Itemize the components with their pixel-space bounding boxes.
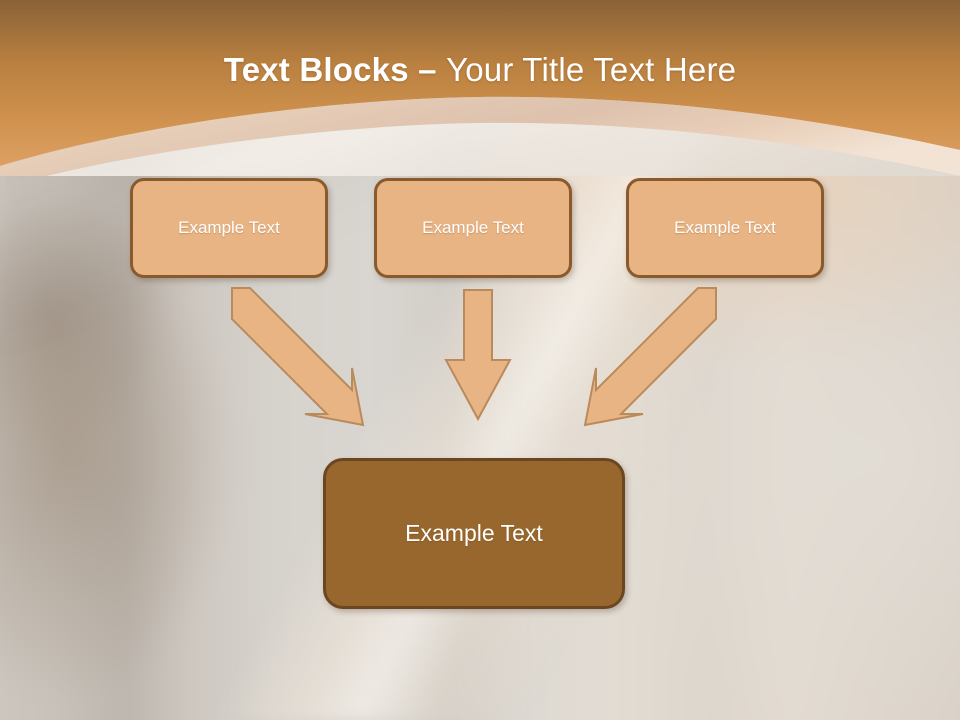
result-block[interactable]: Example Text [323, 458, 625, 609]
header-banner: Text Blocks – Your Title Text Here [0, 0, 960, 176]
page-title-light: Your Title Text Here [446, 51, 737, 88]
result-block-label: Example Text [405, 520, 543, 546]
page-title-bold: Text Blocks – [223, 51, 447, 88]
text-block-2-label: Example Text [422, 218, 524, 237]
text-block-1-label: Example Text [178, 218, 280, 237]
text-block-3-label: Example Text [674, 218, 776, 237]
text-block-1[interactable]: Example Text [130, 178, 328, 278]
text-block-2[interactable]: Example Text [374, 178, 572, 278]
page-title: Text Blocks – Your Title Text Here [0, 50, 960, 90]
banner-graphic [0, 0, 960, 176]
text-block-3[interactable]: Example Text [626, 178, 824, 278]
